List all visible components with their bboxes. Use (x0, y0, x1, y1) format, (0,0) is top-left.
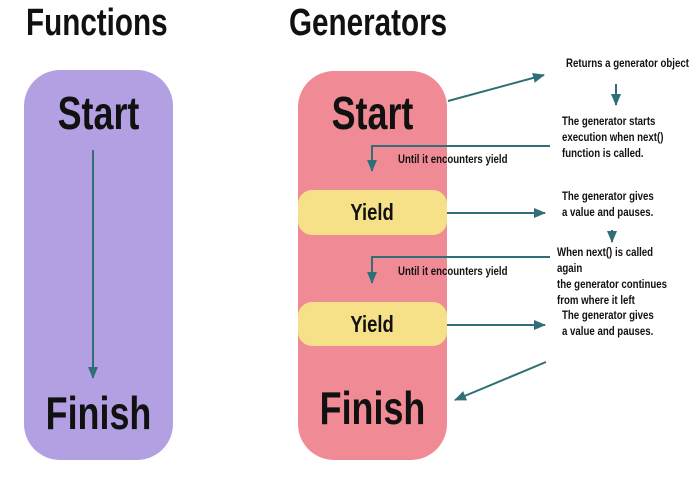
generators-start-label: Start (331, 87, 414, 139)
annotation-when-next-again: When next() is called again the generato… (557, 247, 668, 307)
annotation-gives-value-1: The generator gives a value and pauses. (562, 191, 654, 219)
annotation-returns-object: Returns a generator object (566, 58, 689, 70)
yield-label-1: Yield (350, 199, 395, 225)
functions-start-label: Start (57, 87, 140, 139)
continue-finish-arrow (454, 361, 547, 401)
generators-title: Generators (289, 2, 448, 44)
functions-flow-box (24, 70, 173, 460)
yield-box-2: Yield (298, 302, 447, 346)
generator-returns-arrow (447, 73, 545, 102)
annotation-until-yield-1: Until it encounters yield (398, 154, 508, 166)
annotation-starts-execution: The generator starts execution when next… (562, 116, 664, 160)
generators-finish-label: Finish (319, 382, 426, 434)
annotation-until-yield-2: Until it encounters yield (398, 266, 508, 278)
yield-box-1: Yield (298, 190, 447, 235)
functions-finish-label: Finish (45, 387, 152, 439)
annotation-gives-value-2: The generator gives a value and pauses. (562, 310, 654, 338)
functions-title: Functions (26, 2, 168, 44)
yield-label-2: Yield (350, 310, 395, 337)
